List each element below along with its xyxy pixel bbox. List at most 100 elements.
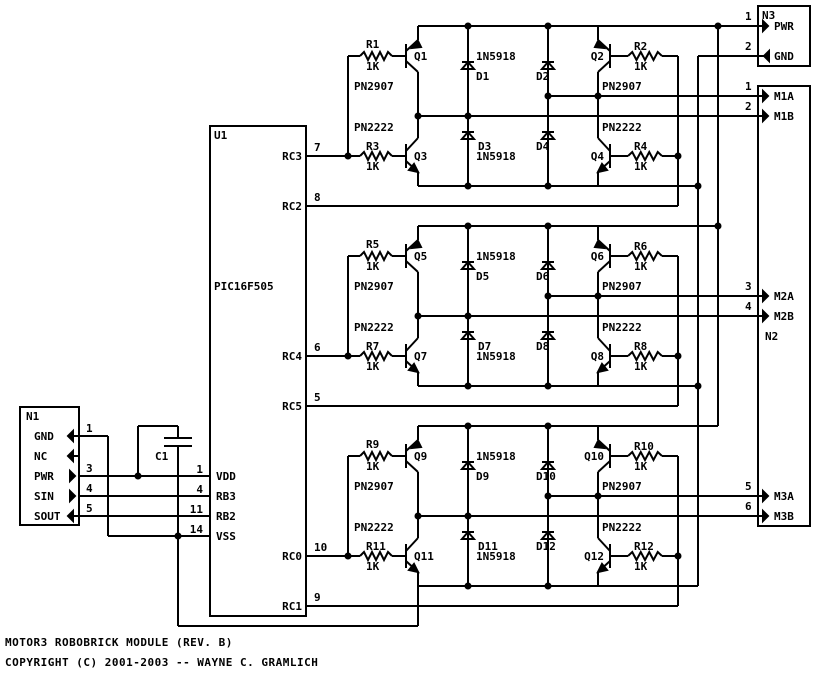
pin-number: 3 xyxy=(86,462,93,475)
transistor-ref: Q7 xyxy=(414,350,427,363)
connector-n2-ref: N2 xyxy=(765,330,778,343)
resistor xyxy=(627,449,663,463)
transistor-part: PN2907 xyxy=(602,80,642,93)
resistor xyxy=(627,349,663,363)
junction-dot xyxy=(544,222,552,230)
arrowhead xyxy=(69,488,77,504)
diode-symbol xyxy=(459,460,477,470)
emitter-arrow xyxy=(409,239,423,250)
resistor-ref: R4 xyxy=(634,140,648,153)
caption-title: MOTOR3 ROBOBRICK MODULE (REV. B) xyxy=(5,636,233,649)
diode-ref: D11 xyxy=(478,540,498,553)
connector-n3-ref: N3 xyxy=(762,9,775,22)
transistor-ref: Q9 xyxy=(414,450,427,463)
emitter-arrow xyxy=(407,162,420,174)
pin-number: 5 xyxy=(745,480,752,493)
ic-pin-number: 7 xyxy=(314,141,321,154)
emitter-arrow xyxy=(593,39,607,50)
diode-symbol xyxy=(459,260,477,270)
ic-pin-label: RB2 xyxy=(216,510,236,523)
junction-dot xyxy=(714,22,722,30)
diode-ref: D9 xyxy=(476,470,489,483)
resistor xyxy=(359,249,393,263)
junction-dot xyxy=(544,182,552,190)
junction-dot xyxy=(464,182,472,190)
diode-part: 1N5918 xyxy=(476,50,516,63)
transistor-lead xyxy=(597,537,611,552)
ic-pin-label: RC2 xyxy=(282,200,302,213)
n1-pin-label: SOUT xyxy=(34,510,61,523)
transistor-lead xyxy=(597,337,611,352)
pin-number: 4 xyxy=(86,482,93,495)
resistor xyxy=(359,49,393,63)
diode-symbol xyxy=(539,530,557,540)
n2-pin-label: M2A xyxy=(774,290,794,303)
n3-pin-label: PWR xyxy=(774,20,794,33)
ic-pin-number: 1 xyxy=(196,463,203,476)
diode-symbol xyxy=(459,530,477,540)
transistor-part: PN2907 xyxy=(354,80,394,93)
connector-n1-body xyxy=(19,406,80,526)
diode-ref: D1 xyxy=(476,70,490,83)
resistor-value: 1K xyxy=(366,60,380,73)
diode-symbol xyxy=(539,260,557,270)
transistor-part: PN2222 xyxy=(354,321,394,334)
emitter-arrow xyxy=(593,439,607,450)
resistor xyxy=(359,449,393,463)
pin-number: 1 xyxy=(745,10,752,23)
resistor-value: 1K xyxy=(366,160,380,173)
ic-pin-number: 10 xyxy=(314,541,327,554)
diode-part: 1N5918 xyxy=(476,350,516,363)
emitter-arrow xyxy=(596,162,609,174)
diode-ref: D8 xyxy=(536,340,549,353)
diode-ref: D5 xyxy=(476,270,489,283)
diode-ref: D3 xyxy=(478,140,491,153)
diode-ref: D2 xyxy=(536,70,549,83)
ic-pin-number: 5 xyxy=(314,391,321,404)
ic-pin-label: VSS xyxy=(216,530,236,543)
ic-pin-label: RC4 xyxy=(282,350,302,363)
diode-part: 1N5918 xyxy=(476,250,516,263)
ic-u1-part: PIC16F505 xyxy=(214,280,274,293)
transistor-lead xyxy=(597,260,611,273)
resistor-ref: R10 xyxy=(634,440,654,453)
pin-number: 1 xyxy=(86,422,93,435)
transistor-lead xyxy=(597,460,611,473)
diode-symbol xyxy=(459,330,477,340)
ic-pin-label: RC5 xyxy=(282,400,302,413)
resistor-value: 1K xyxy=(366,360,380,373)
emitter-arrow xyxy=(409,39,423,50)
connector-n1-ref: N1 xyxy=(26,410,40,423)
ic-pin-number: 8 xyxy=(314,191,321,204)
emitter-arrow xyxy=(596,362,609,374)
transistor-part: PN2907 xyxy=(354,280,394,293)
arrowhead xyxy=(762,18,770,34)
transistor-ref: Q8 xyxy=(591,350,604,363)
transistor-lead xyxy=(405,137,419,152)
junction-dot xyxy=(174,532,182,540)
transistor-part: PN2907 xyxy=(602,480,642,493)
n1-pin-label: PWR xyxy=(34,470,54,483)
n2-pin-label: M2B xyxy=(774,310,794,323)
junction-dots xyxy=(134,22,722,590)
resistor xyxy=(359,149,393,163)
pin-number: 4 xyxy=(745,300,752,313)
transistor-part: PN2222 xyxy=(602,521,642,534)
resistor xyxy=(627,549,663,563)
pin-number: 6 xyxy=(745,500,752,513)
junction-dot xyxy=(674,552,682,560)
arrowhead xyxy=(762,88,770,104)
diode-symbol xyxy=(539,330,557,340)
diode-ref: D12 xyxy=(536,540,556,553)
resistor-ref: R8 xyxy=(634,340,647,353)
diode-symbol xyxy=(459,130,477,140)
junction-dot xyxy=(674,152,682,160)
transistor-part: PN2222 xyxy=(602,321,642,334)
ic-pin-label: VDD xyxy=(216,470,236,483)
resistor-value: 1K xyxy=(366,560,380,573)
emitter-arrow xyxy=(596,562,609,574)
resistor xyxy=(627,49,663,63)
n2-pin-label: M3B xyxy=(774,510,794,523)
n2-pin-label: M3A xyxy=(774,490,794,503)
